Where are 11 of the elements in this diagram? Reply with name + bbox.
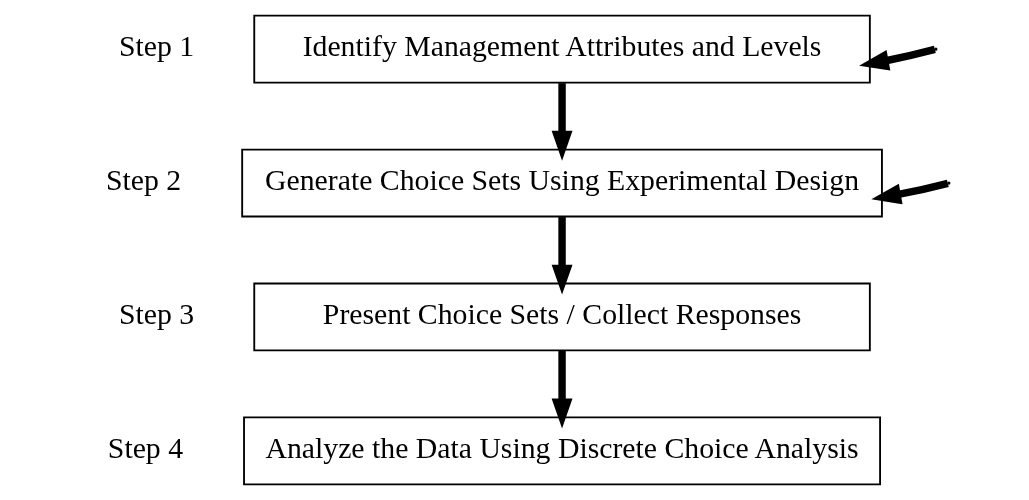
arrow [871,179,949,205]
node-label: Step 1 [119,29,195,63]
node-box: Present Choice Sets / Collect Responses [253,282,871,352]
arrow [859,45,936,71]
node-label: Step 4 [107,430,184,464]
node-label: Step 3 [119,297,195,331]
node-box: Generate Choice Sets Using Experimental Design [241,148,883,218]
node-box: Identify Management Attributes and Levels [253,14,871,84]
node-box: Analyze the Data Using Discrete Choice Analysis [243,416,881,486]
arrow [551,351,573,429]
node-label: Step 2 [106,163,182,197]
